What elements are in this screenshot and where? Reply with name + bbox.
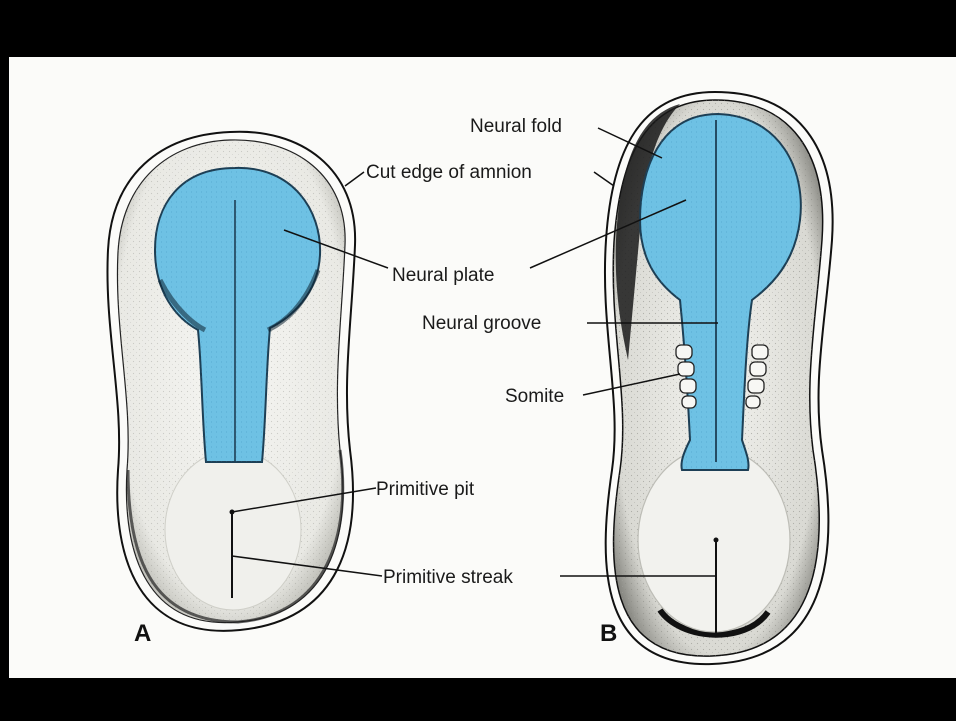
label-neural-fold: Neural fold [470, 116, 562, 137]
embryo-b-primitive-pit [714, 538, 719, 543]
label-primitive-streak: Primitive streak [383, 567, 513, 588]
label-cut-edge-of-amnion: Cut edge of amnion [366, 162, 532, 183]
label-neural-plate: Neural plate [392, 265, 494, 286]
bottom-black-band [0, 678, 956, 721]
top-black-band [0, 0, 956, 57]
panel-label-b: B [600, 620, 617, 647]
label-somite: Somite [505, 386, 564, 407]
panel-label-a: A [134, 620, 151, 647]
label-primitive-pit: Primitive pit [376, 479, 475, 500]
embryo-a [107, 132, 355, 631]
embryo-b [605, 92, 833, 664]
label-neural-groove: Neural groove [422, 313, 541, 334]
